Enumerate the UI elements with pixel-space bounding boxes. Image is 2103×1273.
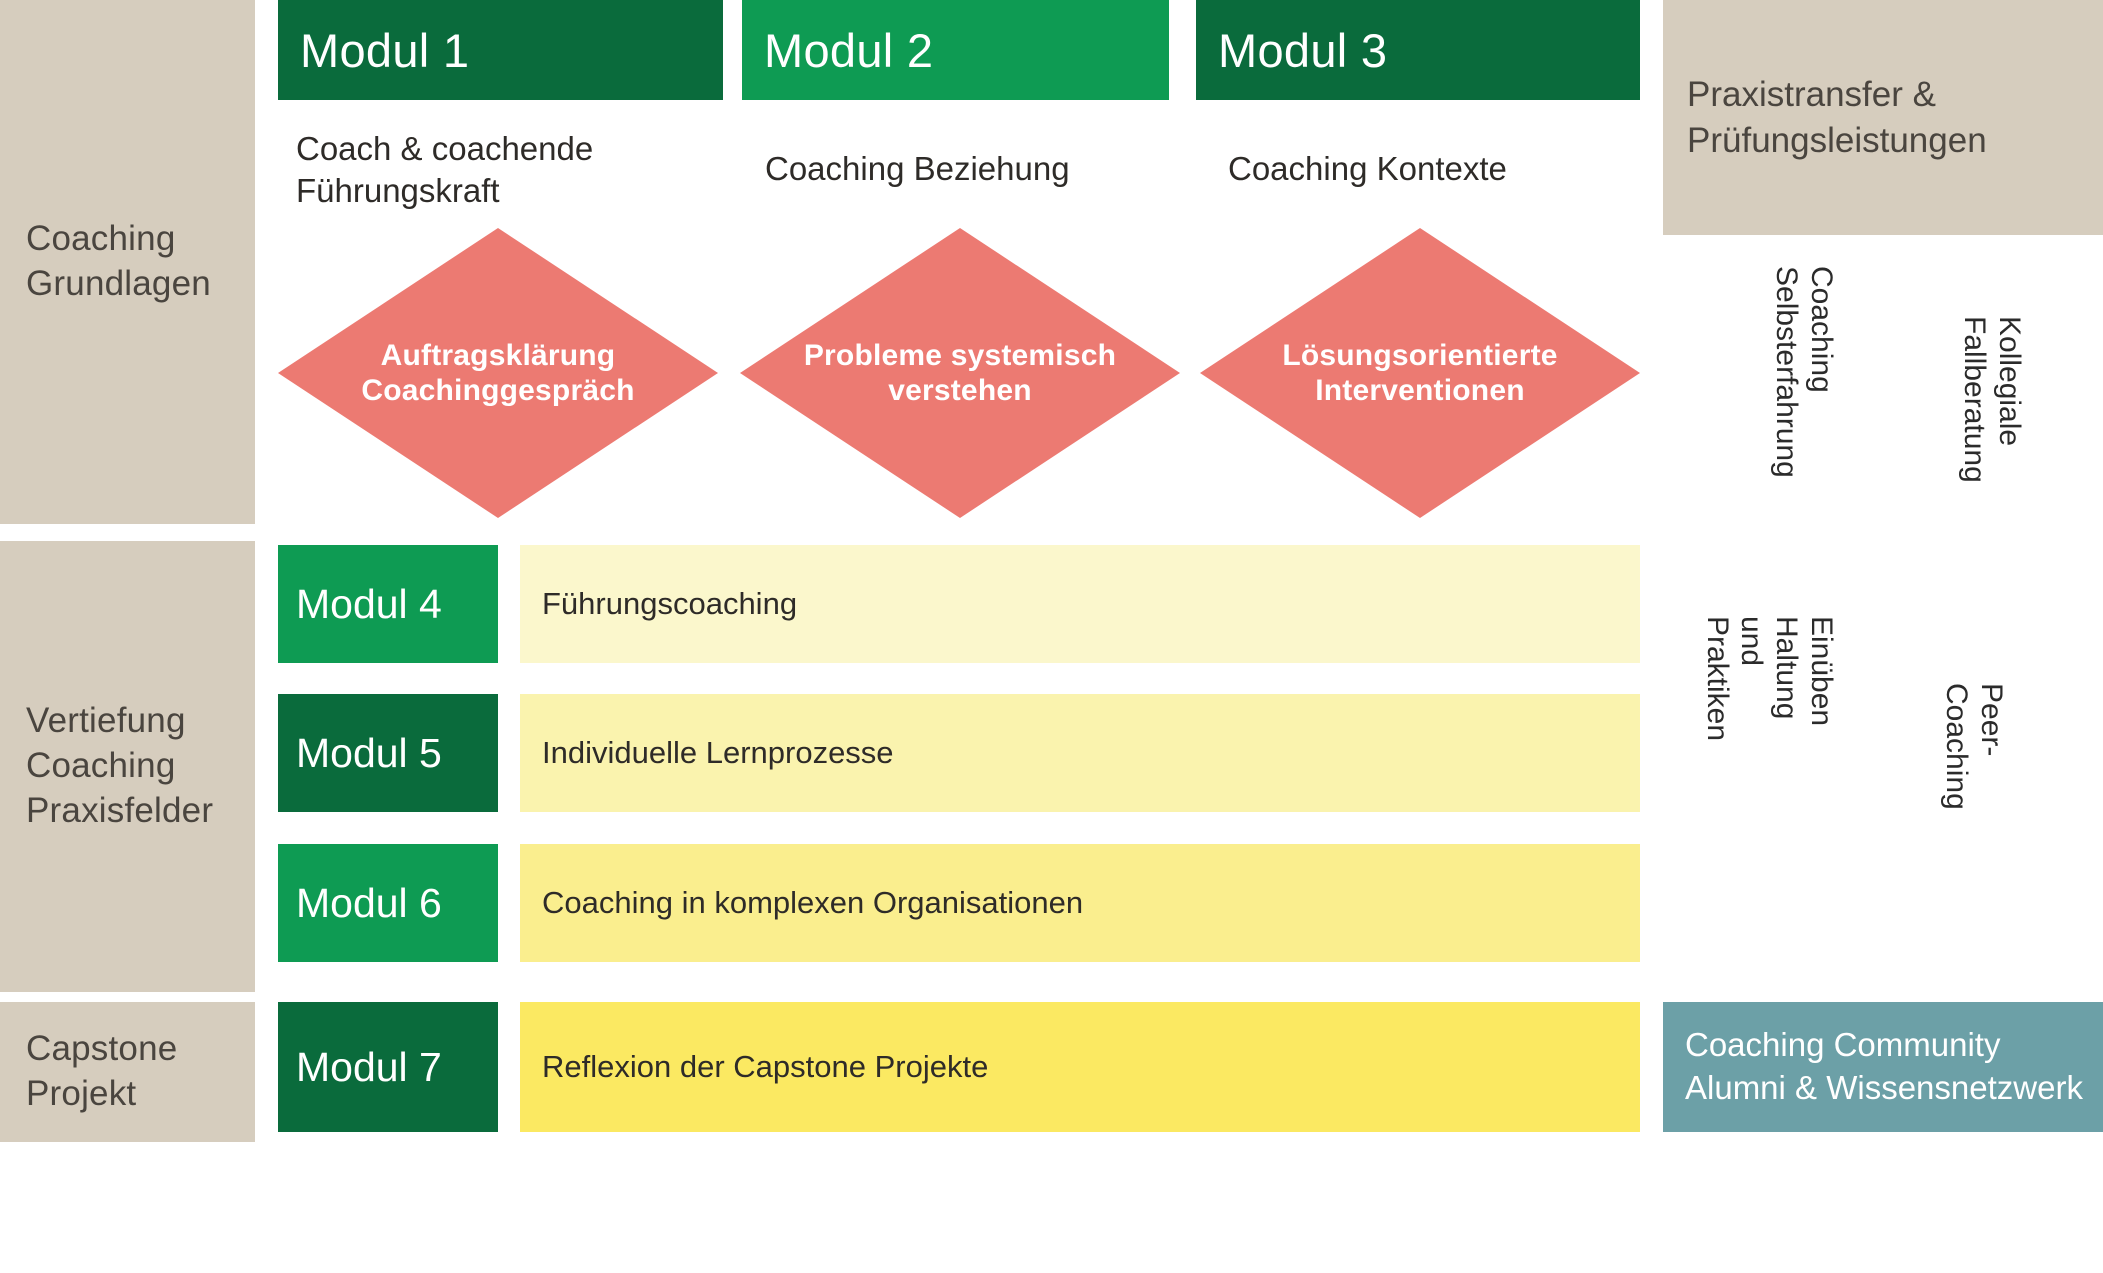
category-capstone-projekt: Capstone Projekt [0, 1002, 255, 1142]
module-chip-4-label: Modul 4 [296, 580, 442, 627]
arrow-kollegiale-fallberatung: Kollegiale Fallberatung [1908, 300, 2088, 600]
module-topic-bar-6: Coaching in komplexen Organisationen [520, 844, 1640, 962]
arrow-head-icon [1908, 895, 2088, 975]
arrow-label-einueben-haltung: Einüben Haltung und Praktiken [1700, 616, 1838, 742]
module-chip-6[interactable]: Modul 6 [278, 844, 498, 962]
coaching-community-box[interactable]: Coaching Community Alumni & Wissensnetzw… [1663, 1002, 2103, 1132]
arrow-peer-coaching: Peer-Coaching [1908, 647, 2088, 967]
arrow-einueben-haltung-und-praktiken: Einüben Haltung und Praktiken [1701, 600, 1900, 900]
arrow-head-icon [1720, 828, 1900, 908]
category-vertiefung-coaching-praxisfelder: Vertiefung Coaching Praxisfelder [0, 541, 255, 992]
module-header-2-label: Modul 2 [764, 23, 934, 77]
arrow-head-icon [1908, 528, 2088, 608]
module-topic-5-label: Individuelle Lernprozesse [542, 735, 894, 770]
category-label-capstone: Capstone Projekt [26, 1029, 178, 1113]
praxistransfer-header: Praxistransfer & Prüfungsleistungen [1663, 0, 2103, 235]
module-diamond-3: Lösungsorientierte Interventionen [1200, 228, 1640, 518]
module-chip-5-label: Modul 5 [296, 729, 442, 776]
arrow-coaching-selbsterfahrung: Coaching Selbsterfahrung [1720, 250, 1900, 550]
module-header-3[interactable]: Modul 3 [1196, 0, 1640, 100]
module-header-3-label: Modul 3 [1218, 23, 1388, 77]
module-diamond-2: Probleme systemisch verstehen [740, 228, 1180, 518]
module-chip-5[interactable]: Modul 5 [278, 694, 498, 812]
module-diamond-3-label: Lösungsorientierte Interventionen [1282, 338, 1558, 407]
arrow-label-kollegiale-fallberatung: Kollegiale Fallberatung [1958, 316, 2026, 483]
coaching-community-label: Coaching Community Alumni & Wissensnetzw… [1685, 1026, 2083, 1106]
module-topic-7-label: Reflexion der Capstone Projekte [542, 1049, 989, 1084]
module-topic-bar-5: Individuelle Lernprozesse [520, 694, 1640, 812]
module-header-2[interactable]: Modul 2 [742, 0, 1169, 100]
module-diamond-1-label: Auftragsklärung Coachinggespräch [361, 338, 635, 407]
module-topic-bar-7: Reflexion der Capstone Projekte [520, 1002, 1640, 1132]
module-subtitle-1: Coach & coachende Führungskraft [296, 130, 594, 209]
module-topic-6-label: Coaching in komplexen Organisationen [542, 885, 1084, 920]
category-label-vertiefung: Vertiefung Coaching Praxisfelder [26, 701, 214, 830]
module-diamond-2-label: Probleme systemisch verstehen [803, 338, 1117, 407]
arrow-head-icon [1720, 478, 1900, 558]
module-subtitle-2: Coaching Beziehung [765, 150, 1070, 187]
arrow-label-coaching-selbsterfahrung: Coaching Selbsterfahrung [1770, 266, 1838, 478]
module-chip-7-label: Modul 7 [296, 1043, 442, 1090]
module-topic-4-label: Führungscoaching [542, 586, 798, 621]
module-subtitle-3: Coaching Kontexte [1228, 150, 1507, 187]
category-label-grundlagen: Coaching Grundlagen [26, 219, 211, 303]
module-header-1[interactable]: Modul 1 [278, 0, 723, 100]
module-topic-bar-4: Führungscoaching [520, 545, 1640, 663]
module-header-1-label: Modul 1 [300, 23, 470, 77]
module-chip-4[interactable]: Modul 4 [278, 545, 498, 663]
arrow-label-peer-coaching: Peer-Coaching [1940, 683, 2008, 810]
category-coaching-grundlagen: Coaching Grundlagen [0, 0, 255, 524]
module-diamond-1: Auftragsklärung Coachinggespräch [278, 228, 718, 518]
module-chip-6-label: Modul 6 [296, 879, 442, 926]
praxistransfer-header-label: Praxistransfer & Prüfungsleistungen [1687, 75, 1987, 160]
module-chip-7[interactable]: Modul 7 [278, 1002, 498, 1132]
